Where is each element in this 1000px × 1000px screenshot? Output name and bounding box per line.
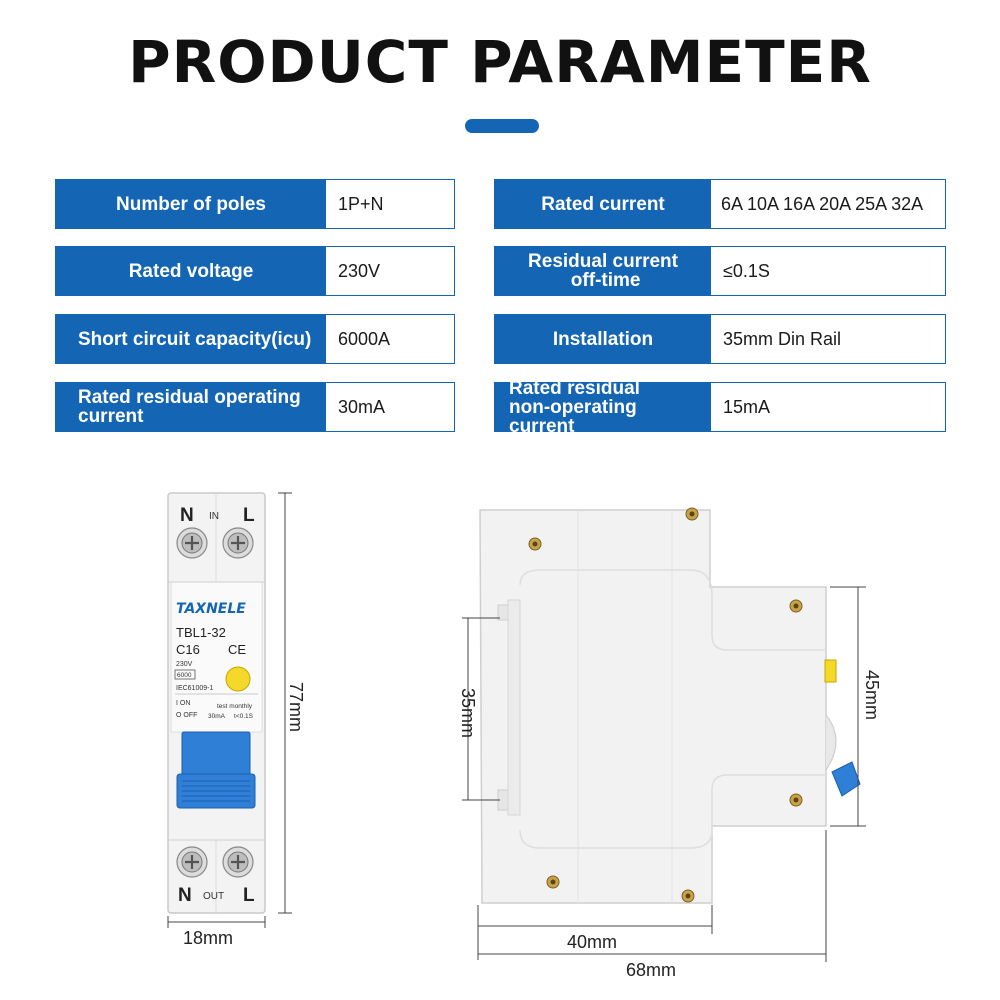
param-row-residual-operating: Rated residual operating current 30mA <box>55 382 455 432</box>
bottom-n-label: N <box>178 885 192 906</box>
terminal-screw-icon <box>222 846 254 878</box>
param-row-poles: Number of poles 1P+N <box>55 179 455 229</box>
width-dimension-label: 18mm <box>183 928 233 948</box>
param-label: Installation <box>495 315 711 363</box>
terminal-screw-icon <box>176 846 208 878</box>
param-row-installation: Installation 35mm Din Rail <box>494 314 946 364</box>
rivet-icon <box>685 507 699 521</box>
param-value: 15mA <box>723 396 771 417</box>
param-label-line: non-operating current <box>509 396 637 437</box>
voltage-label: 230V <box>176 661 193 668</box>
trip-time-label: t<0.1S <box>234 713 254 720</box>
width-68-dimension: 68mm <box>478 830 827 980</box>
capacity-label: 6000 <box>177 672 192 679</box>
side-toggle-handle <box>831 761 861 797</box>
width-40-dimension: 40mm <box>477 905 713 960</box>
param-label-line: Residual current <box>528 251 678 272</box>
param-label: Number of poles <box>56 180 326 228</box>
param-label-line: Rated residual <box>509 377 640 399</box>
param-value: 6A 10A 16A 20A 25A 32A <box>721 193 924 214</box>
front-width-dimension: 18mm <box>167 916 266 948</box>
param-value: ≤0.1S <box>723 260 770 281</box>
front-height-dimension: 77mm <box>278 492 306 914</box>
terminal-screw-icon <box>176 527 208 559</box>
param-label-line: off-time <box>565 270 641 291</box>
param-label: Rated current <box>495 180 711 228</box>
rivet-icon <box>789 793 803 807</box>
param-row-rated-current: Rated current 6A 10A 16A 20A 25A 32A <box>494 179 946 229</box>
product-dimension-drawings: N IN L TAXNELE TBL1-32 C16 CE 230V 6000 … <box>167 492 882 980</box>
standard-label: IEC61009-1 <box>176 685 213 692</box>
side-test-button <box>824 659 837 683</box>
top-n-label: N <box>180 505 194 526</box>
param-value: 35mm Din Rail <box>723 328 842 349</box>
terminal-screw-icon <box>222 527 254 559</box>
rivet-icon <box>681 889 695 903</box>
param-value: 1P+N <box>338 193 384 214</box>
param-row-residual-non-operating: Rated residual non-operating current 15m… <box>494 379 946 436</box>
param-value: 30mA <box>338 396 386 417</box>
top-in-label: IN <box>209 511 219 522</box>
rivet-icon <box>789 599 803 613</box>
param-value: 230V <box>338 260 381 281</box>
param-label: Residual current off-time <box>495 247 711 295</box>
ce-mark: CE <box>228 642 246 657</box>
front-view-breaker: N IN L TAXNELE TBL1-32 C16 CE 230V 6000 … <box>167 492 266 914</box>
height-dimension-label: 77mm <box>286 682 306 732</box>
model-label: TBL1-32 <box>176 625 226 640</box>
trip-current-label: 30mA <box>208 713 226 720</box>
din-rail-dimension: 35mm <box>458 617 500 801</box>
test-monthly-label: test monthly <box>217 703 253 710</box>
param-row-voltage: Rated voltage 230V <box>55 246 455 296</box>
page-title: PRODUCT PARAMETER <box>128 28 872 96</box>
param-label-line: Rated residual operating <box>78 387 301 408</box>
param-row-off-time: Residual current off-time ≤0.1S <box>494 246 946 296</box>
param-label: Rated residual non-operating current <box>495 379 711 436</box>
off-label: O OFF <box>176 712 197 719</box>
bottom-l-label: L <box>243 885 255 906</box>
param-row-short-circuit: Short circuit capacity(icu) 6000A <box>55 314 455 364</box>
param-label: Rated residual operating current <box>56 383 326 431</box>
param-label: Short circuit capacity(icu) <box>56 315 326 363</box>
test-button[interactable] <box>225 666 251 692</box>
dim-35-label: 35mm <box>458 688 478 738</box>
brand-logo: TAXNELE <box>176 601 246 617</box>
dim-40-label: 40mm <box>567 932 617 952</box>
on-label: I ON <box>176 700 190 707</box>
rivet-icon <box>546 875 560 889</box>
toggle-handle[interactable] <box>176 731 256 809</box>
title-accent-bar <box>465 119 539 133</box>
top-l-label: L <box>243 505 255 526</box>
bottom-out-label: OUT <box>203 891 224 902</box>
dim-45-label: 45mm <box>862 670 882 720</box>
side-view-breaker <box>479 507 861 904</box>
rating-label: C16 <box>176 642 200 657</box>
rivet-icon <box>528 537 542 551</box>
param-label-line: current <box>78 406 144 427</box>
param-label: Rated voltage <box>56 247 326 295</box>
dim-68-label: 68mm <box>626 960 676 980</box>
front-depth-dimension: 45mm <box>830 586 882 827</box>
param-value: 6000A <box>338 328 391 349</box>
